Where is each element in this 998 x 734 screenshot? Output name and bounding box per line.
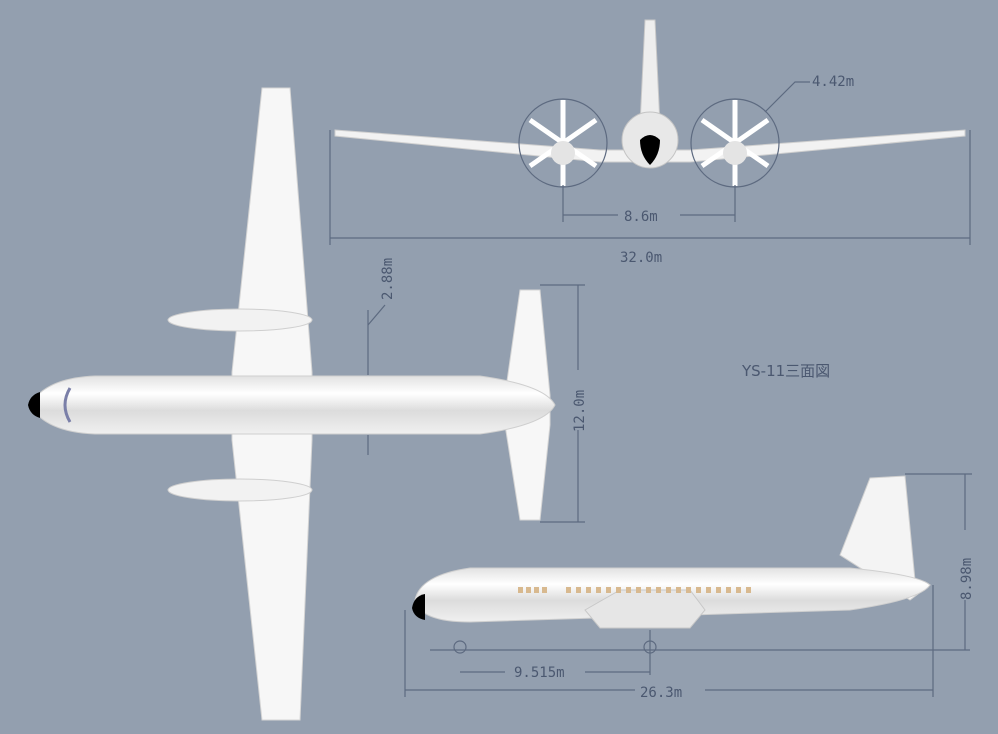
propeller-diameter-dimension: 4.42m [812, 74, 854, 90]
left-propeller [518, 98, 608, 188]
cabin-windows [518, 587, 751, 593]
engine-offset-dimension: 2.88m [380, 258, 396, 300]
engine-spacing-dimension: 8.6m [624, 209, 658, 225]
span-dimension: 32.0m [620, 250, 662, 266]
right-propeller [690, 98, 780, 188]
side-view: 9.515m 26.3m 8.98m [404, 473, 975, 701]
tail-span-dimension: 12.0m [572, 390, 588, 432]
wheelbase-dimension: 9.515m [514, 665, 565, 681]
length-dimension: 26.3m [640, 685, 682, 701]
top-view: 2.88m 12.0m [28, 87, 588, 721]
diagram-title: YS-11三面図 [741, 362, 830, 380]
height-dimension: 8.98m [959, 558, 975, 600]
front-view: 32.0m 8.6m 4.42m [329, 19, 971, 266]
